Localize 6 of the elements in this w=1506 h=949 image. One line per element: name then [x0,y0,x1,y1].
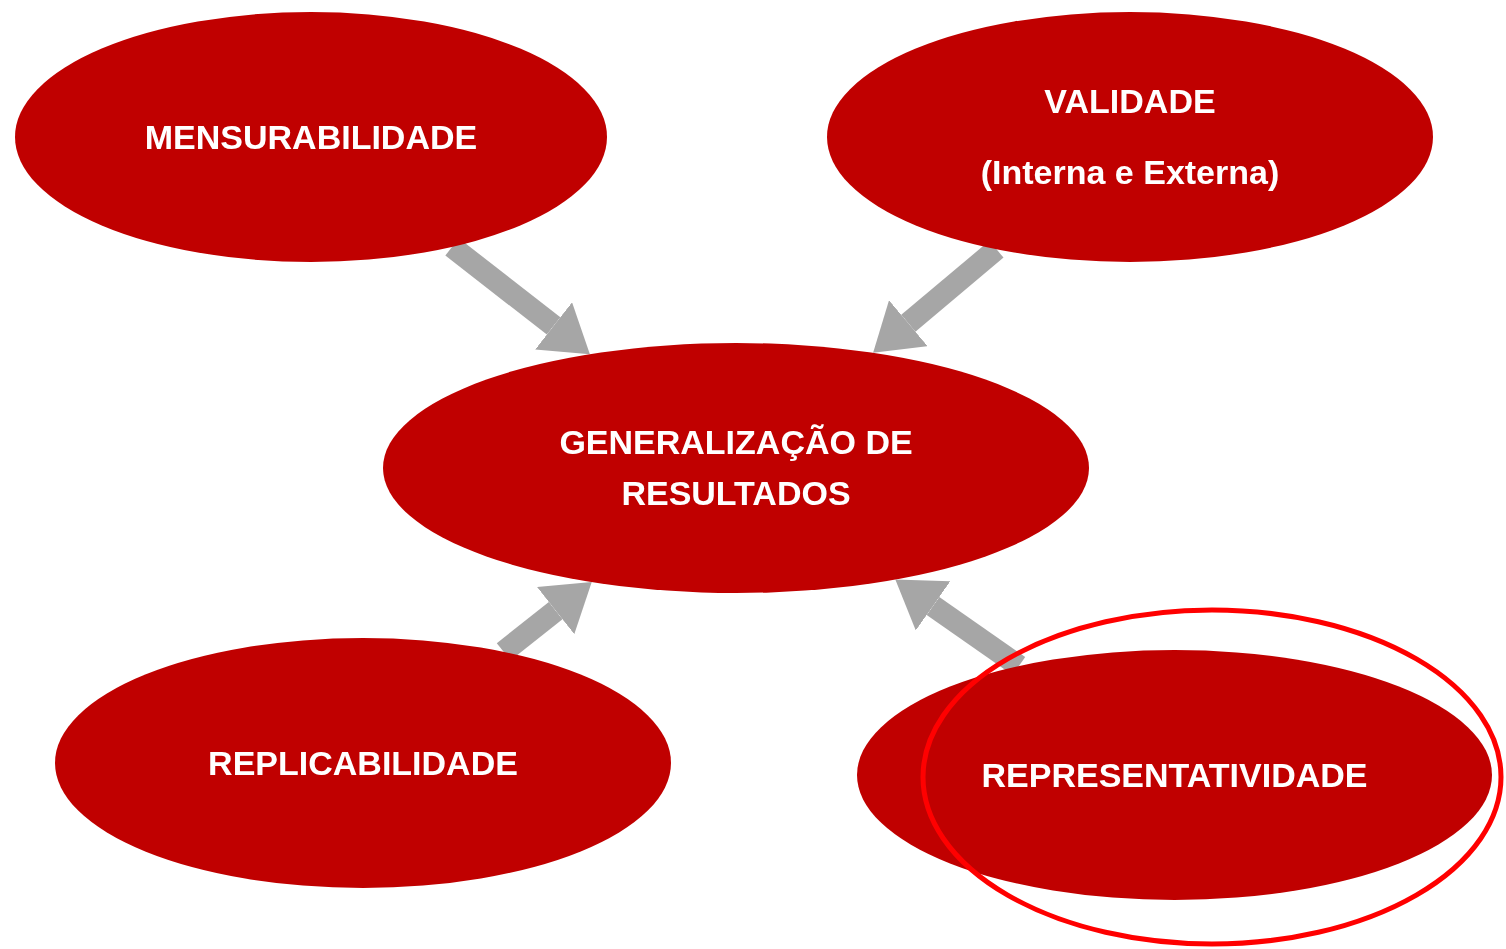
node-label: VALIDADE [1044,81,1216,122]
node-label: GENERALIZAÇÃO DE RESULTADOS [558,422,914,514]
node-label: MENSURABILIDADE [144,116,478,158]
node-label: (Interna e Externa) [980,152,1280,193]
node-label: REPLICABILIDADE [208,742,518,784]
node-label: REPRESENTATIVIDADE [981,754,1368,796]
